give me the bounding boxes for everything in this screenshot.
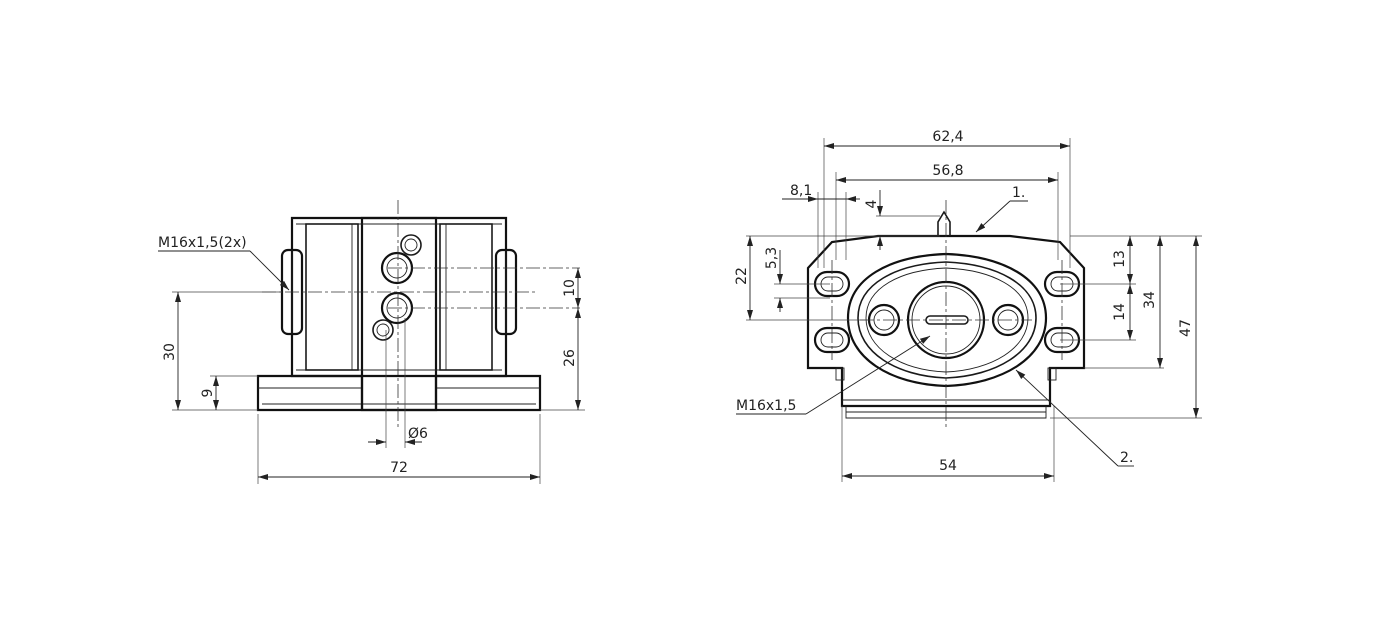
top-nipple — [937, 210, 951, 236]
upper-small-port — [400, 234, 422, 256]
dim-34-label: 34 — [1142, 291, 1158, 309]
dim-22-label: 22 — [734, 267, 750, 285]
side-view: 30 9 26 10 Ø6 72 M16x1,5(2x) — [158, 200, 585, 484]
base-plate-outline — [256, 374, 542, 412]
dim-56-8-label: 56,8 — [932, 163, 963, 179]
dim-diameter-label: Ø6 — [408, 426, 428, 442]
thread-callout-2x: M16x1,5(2x) — [158, 235, 247, 251]
central-body-outline — [360, 216, 438, 412]
dim-4-label: 4 — [864, 199, 880, 208]
dim-8-1-label: 8,1 — [790, 183, 812, 199]
dim-54-label: 54 — [939, 458, 957, 474]
callout-1: 1. — [1012, 185, 1025, 201]
dim-62-4-label: 62,4 — [932, 129, 963, 145]
dim-30-label: 30 — [162, 343, 178, 361]
flange-outline — [846, 252, 1048, 388]
dim-10-label: 10 — [562, 279, 578, 297]
thread-callout: M16x1,5 — [736, 398, 796, 414]
dim-72-label: 72 — [390, 460, 408, 476]
callout-2: 2. — [1120, 450, 1133, 466]
upper-housing-outline — [290, 216, 508, 378]
dim-13-label: 13 — [1112, 250, 1128, 268]
lower-small-port — [372, 319, 394, 341]
seal-ring — [857, 261, 1037, 379]
front-view: 62,4 56,8 8,1 4 22 5,3 13 14 34 47 54 — [734, 129, 1202, 482]
dim-5-3-label: 5,3 — [764, 247, 780, 269]
dim-47-label: 47 — [1178, 319, 1194, 337]
dim-14-label: 14 — [1112, 303, 1128, 321]
dim-26-label: 26 — [562, 349, 578, 367]
dim-9-label: 9 — [200, 389, 216, 398]
